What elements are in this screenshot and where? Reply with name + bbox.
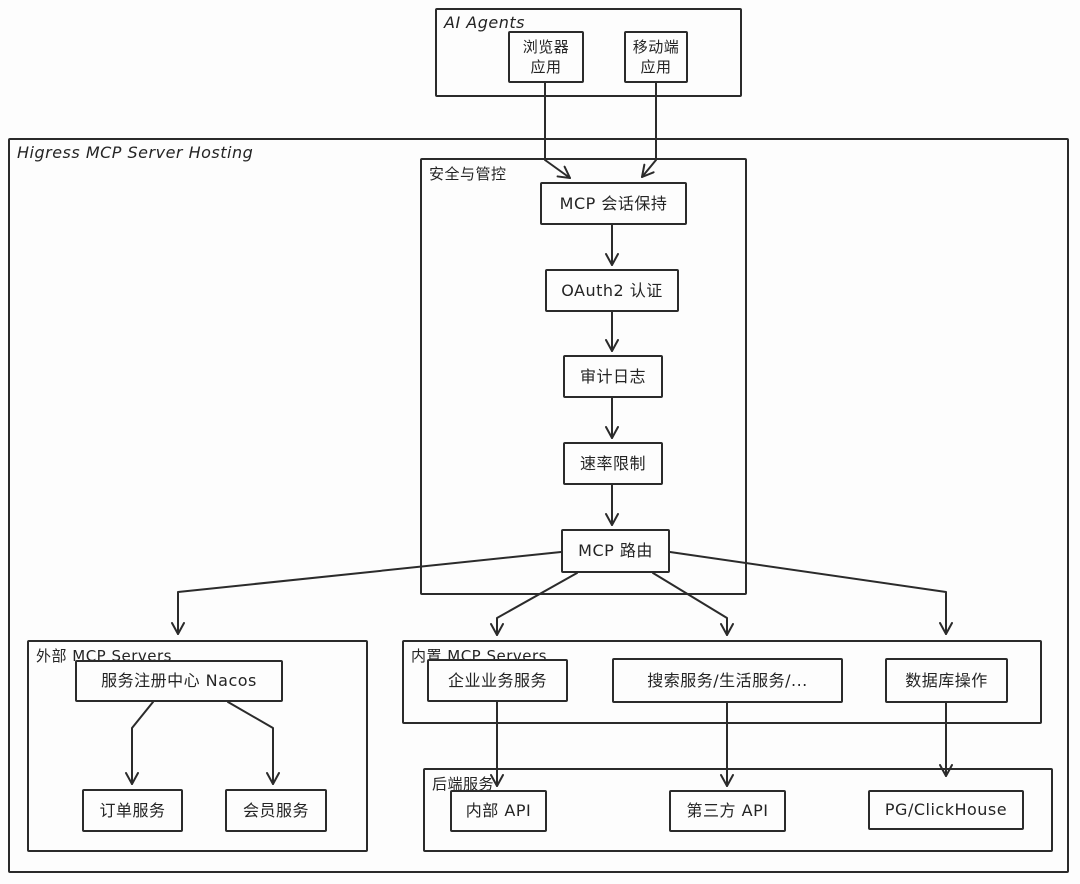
group-backend-label: 后端服务: [432, 775, 495, 793]
node-browser-app-label: 浏览器 应用: [522, 37, 570, 76]
node-member-service: 会员服务: [225, 789, 327, 832]
node-internal-api-label: 内部 API: [465, 801, 532, 821]
node-third-party-api-label: 第三方 API: [686, 801, 769, 821]
node-order-service: 订单服务: [82, 789, 183, 832]
group-ai-agents-label: AI Agents: [444, 13, 525, 32]
node-third-party-api: 第三方 API: [669, 790, 786, 832]
node-internal-api: 内部 API: [450, 790, 547, 832]
node-mcp-router: MCP 路由: [561, 529, 670, 573]
node-rate-limit-label: 速率限制: [579, 453, 646, 473]
node-order-service-label: 订单服务: [99, 800, 166, 820]
node-audit-log: 审计日志: [563, 355, 663, 398]
node-search-life-service: 搜索服务/生活服务/...: [612, 658, 843, 703]
node-mcp-session-keepalive: MCP 会话保持: [540, 182, 687, 225]
node-audit-log-label: 审计日志: [579, 366, 646, 386]
node-mobile-app: 移动端 应用: [624, 31, 688, 83]
node-database-operations: 数据库操作: [885, 658, 1008, 703]
node-enterprise-business-service: 企业业务服务: [427, 659, 568, 702]
node-mcp-router-label: MCP 路由: [578, 541, 653, 561]
node-database-ops-label: 数据库操作: [905, 670, 988, 690]
node-service-registry-nacos: 服务注册中心 Nacos: [75, 660, 283, 702]
node-enterprise-service-label: 企业业务服务: [447, 670, 547, 690]
node-browser-app: 浏览器 应用: [508, 31, 584, 83]
group-backend-services: 后端服务: [423, 768, 1053, 852]
node-oauth2-auth: OAuth2 认证: [545, 269, 679, 312]
group-higress-mcp-server-hosting: Higress MCP Server Hosting: [8, 138, 1069, 873]
node-member-service-label: 会员服务: [242, 800, 309, 820]
node-pg-clickhouse-label: PG/ClickHouse: [884, 800, 1008, 820]
node-mobile-app-label: 移动端 应用: [632, 37, 680, 76]
node-search-service-label: 搜索服务/生活服务/...: [647, 670, 808, 690]
node-pg-clickhouse: PG/ClickHouse: [868, 790, 1024, 830]
group-security-control: 安全与管控: [420, 158, 747, 595]
node-oauth2-label: OAuth2 认证: [561, 280, 663, 300]
group-ai-agents: AI Agents: [435, 8, 742, 97]
group-security-label: 安全与管控: [429, 165, 507, 183]
group-higress-label: Higress MCP Server Hosting: [17, 143, 254, 162]
node-rate-limit: 速率限制: [563, 442, 663, 485]
node-nacos-label: 服务注册中心 Nacos: [101, 671, 257, 691]
node-mcp-session-label: MCP 会话保持: [559, 193, 668, 213]
